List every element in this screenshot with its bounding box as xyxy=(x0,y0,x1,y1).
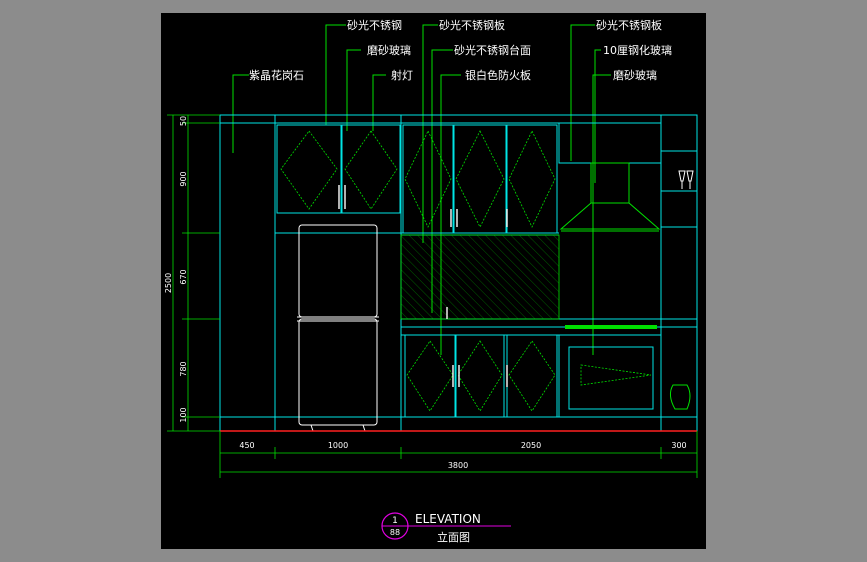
dim-height-total: 2500 xyxy=(164,273,173,293)
vertical-dimensions xyxy=(167,114,220,432)
title-english: ELEVATION xyxy=(415,512,481,526)
cooktop xyxy=(565,325,657,329)
dim-height-upper: 900 xyxy=(179,171,188,186)
callout-frosted-glass-1: 磨砂玻璃 xyxy=(367,43,411,57)
title-chinese: 立面图 xyxy=(437,530,470,544)
title-block: 1 88 ELEVATION 立面图 xyxy=(381,512,511,544)
shelf-decor xyxy=(669,170,694,410)
callout-brushed-steel: 砂光不锈钢 xyxy=(347,18,402,32)
callout-brushed-steel-counter: 砂光不锈钢台面 xyxy=(454,43,531,57)
callout-leaders xyxy=(232,24,611,355)
callout-tempered-glass: 10厘钢化玻璃 xyxy=(603,43,672,57)
title-sheet-number: 88 xyxy=(390,528,400,537)
drawing-sheet: 砂光不锈钢 砂光不锈钢板 砂光不锈钢板 磨砂玻璃 砂光不锈钢台面 10厘钢化玻璃… xyxy=(161,13,706,549)
dim-width-tall: 450 xyxy=(239,441,254,450)
callout-labels: 砂光不锈钢 砂光不锈钢板 砂光不锈钢板 磨砂玻璃 砂光不锈钢台面 10厘钢化玻璃… xyxy=(249,18,672,82)
callout-brushed-steel-plate-2: 砂光不锈钢板 xyxy=(596,18,662,32)
range-hood xyxy=(559,162,661,232)
backsplash-frame xyxy=(400,234,560,320)
dim-width-fridge: 1000 xyxy=(328,441,348,450)
door-handles xyxy=(338,185,508,387)
dim-height-base: 100 xyxy=(179,407,188,422)
callout-frosted-glass-2: 磨砂玻璃 xyxy=(613,68,657,82)
dim-width-shelf: 300 xyxy=(671,441,686,450)
callout-granite: 紫晶花岗石 xyxy=(249,69,304,82)
refrigerator xyxy=(297,224,379,432)
glass-door-patterns xyxy=(280,130,652,412)
title-number: 1 xyxy=(392,516,398,526)
backsplash-hatch xyxy=(401,235,559,319)
callout-spotlight: 射灯 xyxy=(391,68,413,82)
vertical-dimension-labels: 2500 50 900 670 780 100 xyxy=(164,116,188,423)
elevation-drawing: 砂光不锈钢 砂光不锈钢板 砂光不锈钢板 磨砂玻璃 砂光不锈钢台面 10厘钢化玻璃… xyxy=(164,18,698,544)
callout-brushed-steel-plate: 砂光不锈钢板 xyxy=(439,18,505,32)
horizontal-dimensions xyxy=(219,431,698,478)
dim-width-counter: 2050 xyxy=(521,441,541,450)
dim-height-top: 50 xyxy=(179,116,188,126)
dim-height-lower: 780 xyxy=(179,361,188,376)
dim-width-total: 3800 xyxy=(448,461,468,470)
dim-height-mid: 670 xyxy=(179,269,188,284)
callout-silver-fireboard: 银白色防火板 xyxy=(465,68,531,82)
horizontal-dimension-labels: 450 1000 2050 300 3800 xyxy=(239,441,686,470)
